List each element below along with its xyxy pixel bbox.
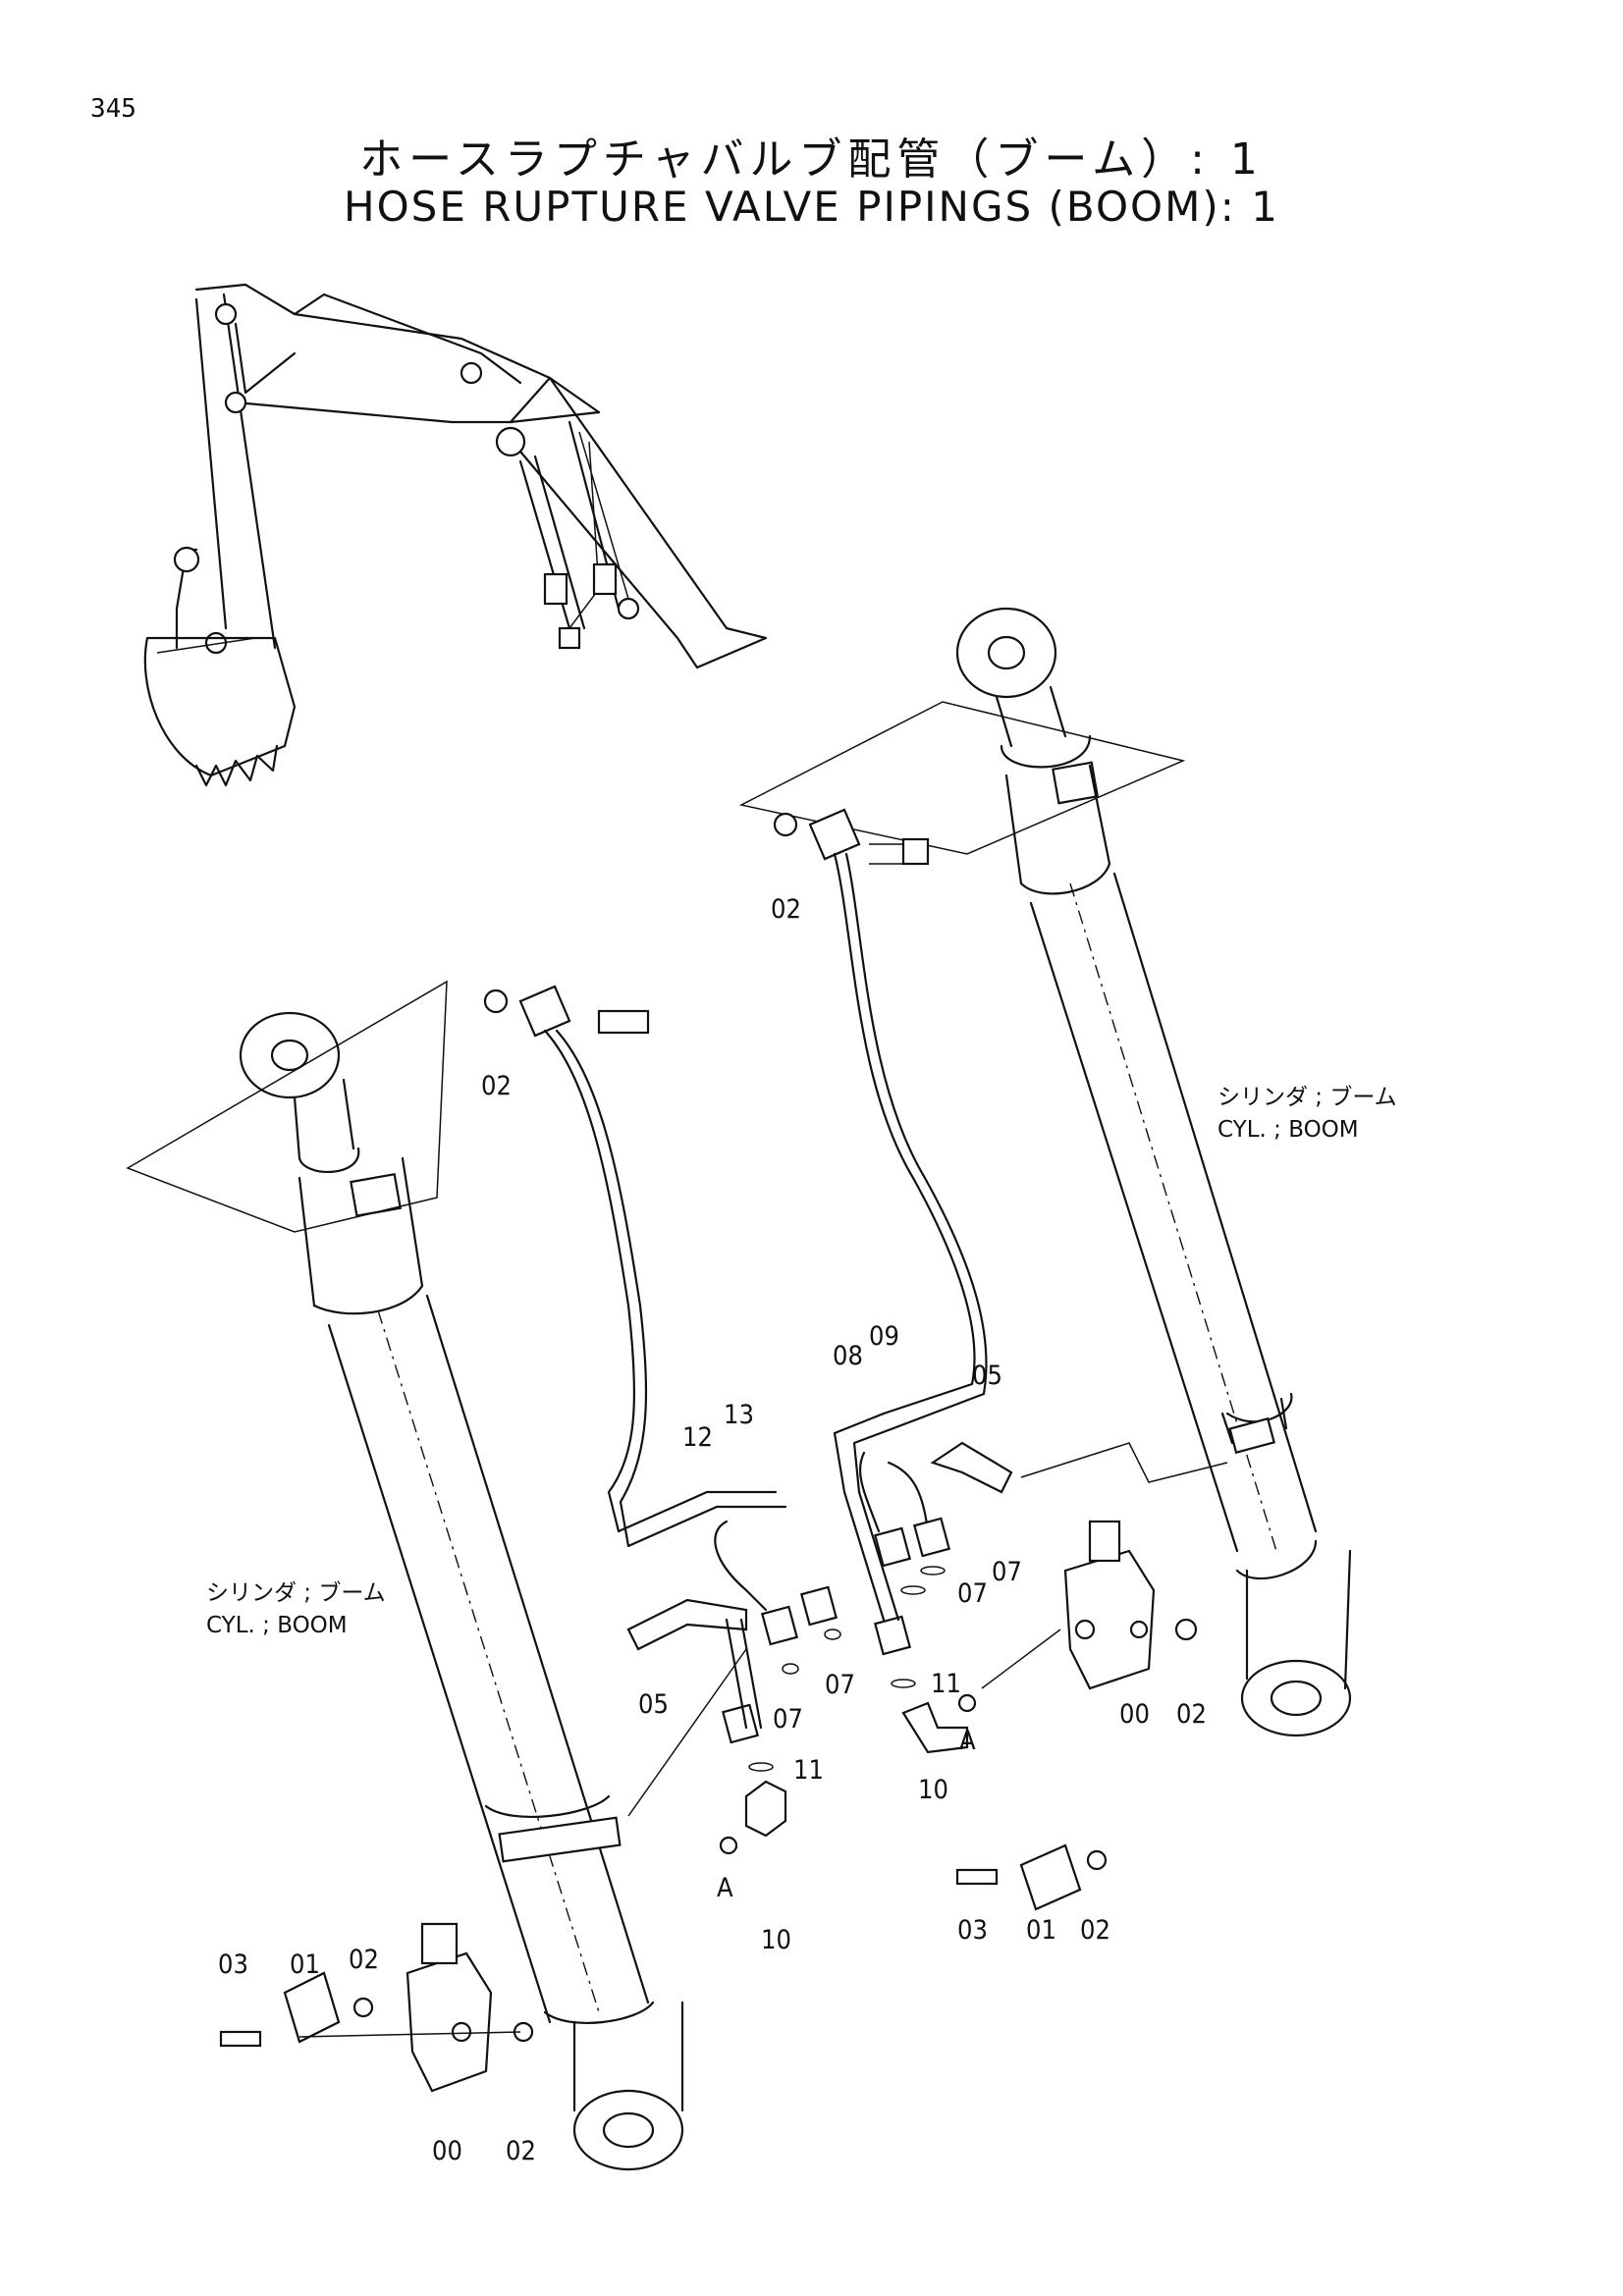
- part-label-12: 12: [682, 1422, 713, 1453]
- part-label-01: 01: [1026, 1915, 1056, 1946]
- part-label-11: 11: [793, 1755, 824, 1786]
- part-label-05: 05: [638, 1689, 669, 1720]
- right-cylinder-caption-en: CYL. ; BOOM: [1217, 1117, 1359, 1143]
- part-label-03: 03: [218, 1949, 248, 1980]
- part-label-05: 05: [972, 1361, 1002, 1391]
- pipe-assemblies: [483, 808, 1228, 1817]
- part-label-00: 00: [1119, 1699, 1150, 1730]
- part-label-02: 02: [349, 1945, 379, 1975]
- part-label-08: 08: [833, 1341, 863, 1371]
- part-label-11: 11: [931, 1669, 961, 1699]
- part-label-02: 02: [771, 894, 801, 925]
- left-cylinder-caption-jp: シリンダ ; ブーム: [206, 1580, 386, 1606]
- part-label-07: 07: [825, 1670, 855, 1700]
- excavator-overview-illustration: [143, 283, 768, 787]
- part-label-10: 10: [918, 1775, 948, 1805]
- right-boom-cylinder: [738, 607, 1352, 1737]
- part-label-09: 09: [869, 1321, 899, 1352]
- left-cylinder-caption-en: CYL. ; BOOM: [206, 1613, 348, 1638]
- part-label-07: 07: [773, 1704, 803, 1735]
- page-title-japanese: ホースラプチャバルブ配管（ブーム）: 1: [359, 134, 1264, 185]
- hose-rupture-valves: [219, 1520, 1198, 2093]
- right-cylinder-caption-jp: シリンダ ; ブーム: [1217, 1085, 1397, 1110]
- part-label-00: 00: [432, 2136, 462, 2166]
- page-title-english: HOSE RUPTURE VALVE PIPINGS (BOOM): 1: [344, 183, 1279, 231]
- part-label-02: 02: [481, 1071, 512, 1101]
- part-label-A: A: [959, 1726, 976, 1756]
- page-number: 345: [90, 94, 136, 124]
- part-label-03: 03: [957, 1915, 988, 1946]
- part-label-13: 13: [724, 1400, 754, 1430]
- part-label-02: 02: [1080, 1915, 1110, 1946]
- part-label-02: 02: [506, 2136, 536, 2166]
- part-label-A: A: [717, 1873, 733, 1903]
- part-label-01: 01: [290, 1949, 320, 1980]
- part-label-02: 02: [1176, 1699, 1207, 1730]
- part-label-10: 10: [761, 1925, 791, 1955]
- left-boom-cylinder: [126, 980, 684, 2171]
- part-label-07: 07: [992, 1557, 1022, 1587]
- part-label-07: 07: [957, 1578, 988, 1609]
